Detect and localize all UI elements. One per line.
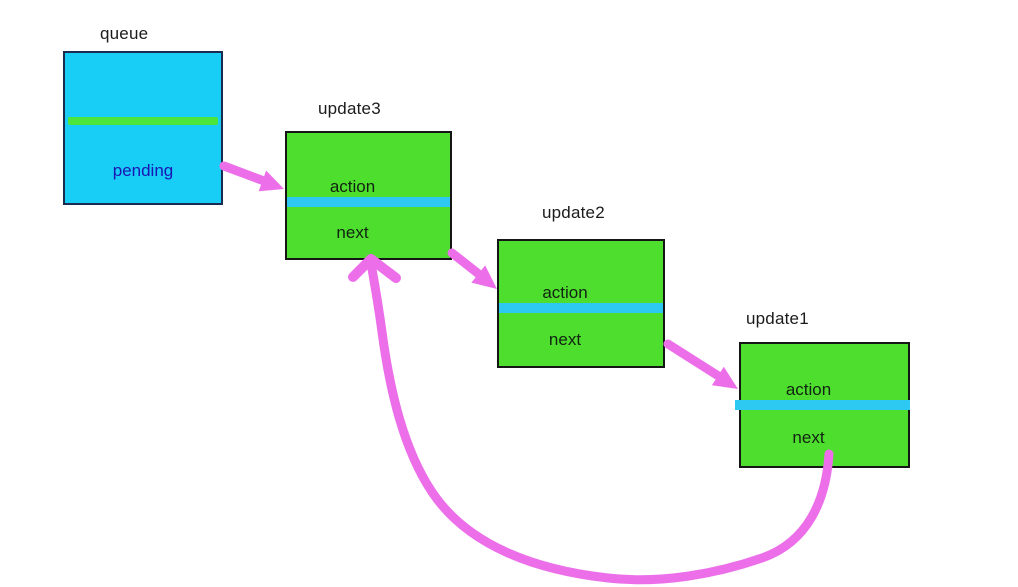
update2-action-label: action	[542, 283, 588, 302]
update1-node-box: action next	[735, 342, 910, 468]
queue-pending-field: pending	[112, 161, 174, 180]
update3-action-label: action	[329, 177, 376, 196]
update2-divider-bar	[499, 303, 663, 313]
edge-update3-to-update2-arrow	[447, 248, 497, 289]
update1-action-label: action	[785, 380, 832, 399]
update2-next-field: next	[499, 313, 663, 366]
queue-divider-bar	[68, 117, 218, 125]
update1-next-label: next	[792, 428, 825, 447]
edge-update2-to-update1-arrow	[663, 339, 738, 389]
update2-node-box: action next	[497, 239, 665, 368]
update3-next-field: next	[287, 207, 450, 258]
update1-action-field: action	[741, 344, 908, 408]
edge-queue-to-update3-arrow	[219, 161, 284, 192]
update3-divider-bar	[287, 197, 450, 207]
update3-next-label: next	[336, 222, 369, 242]
update3-node-box: action next	[285, 131, 452, 260]
queue-node-title: queue	[100, 24, 149, 43]
update2-next-label: next	[548, 329, 582, 349]
update1-node-title: update1	[746, 309, 809, 328]
update3-action-field: action	[287, 133, 450, 205]
update1-divider-bar	[735, 400, 910, 410]
update1-next-field: next	[741, 410, 908, 466]
update2-node-title: update2	[542, 203, 605, 222]
update3-node-title: update3	[318, 99, 381, 118]
queue-node-box: pending	[63, 51, 223, 205]
update2-action-field: action	[499, 241, 663, 311]
